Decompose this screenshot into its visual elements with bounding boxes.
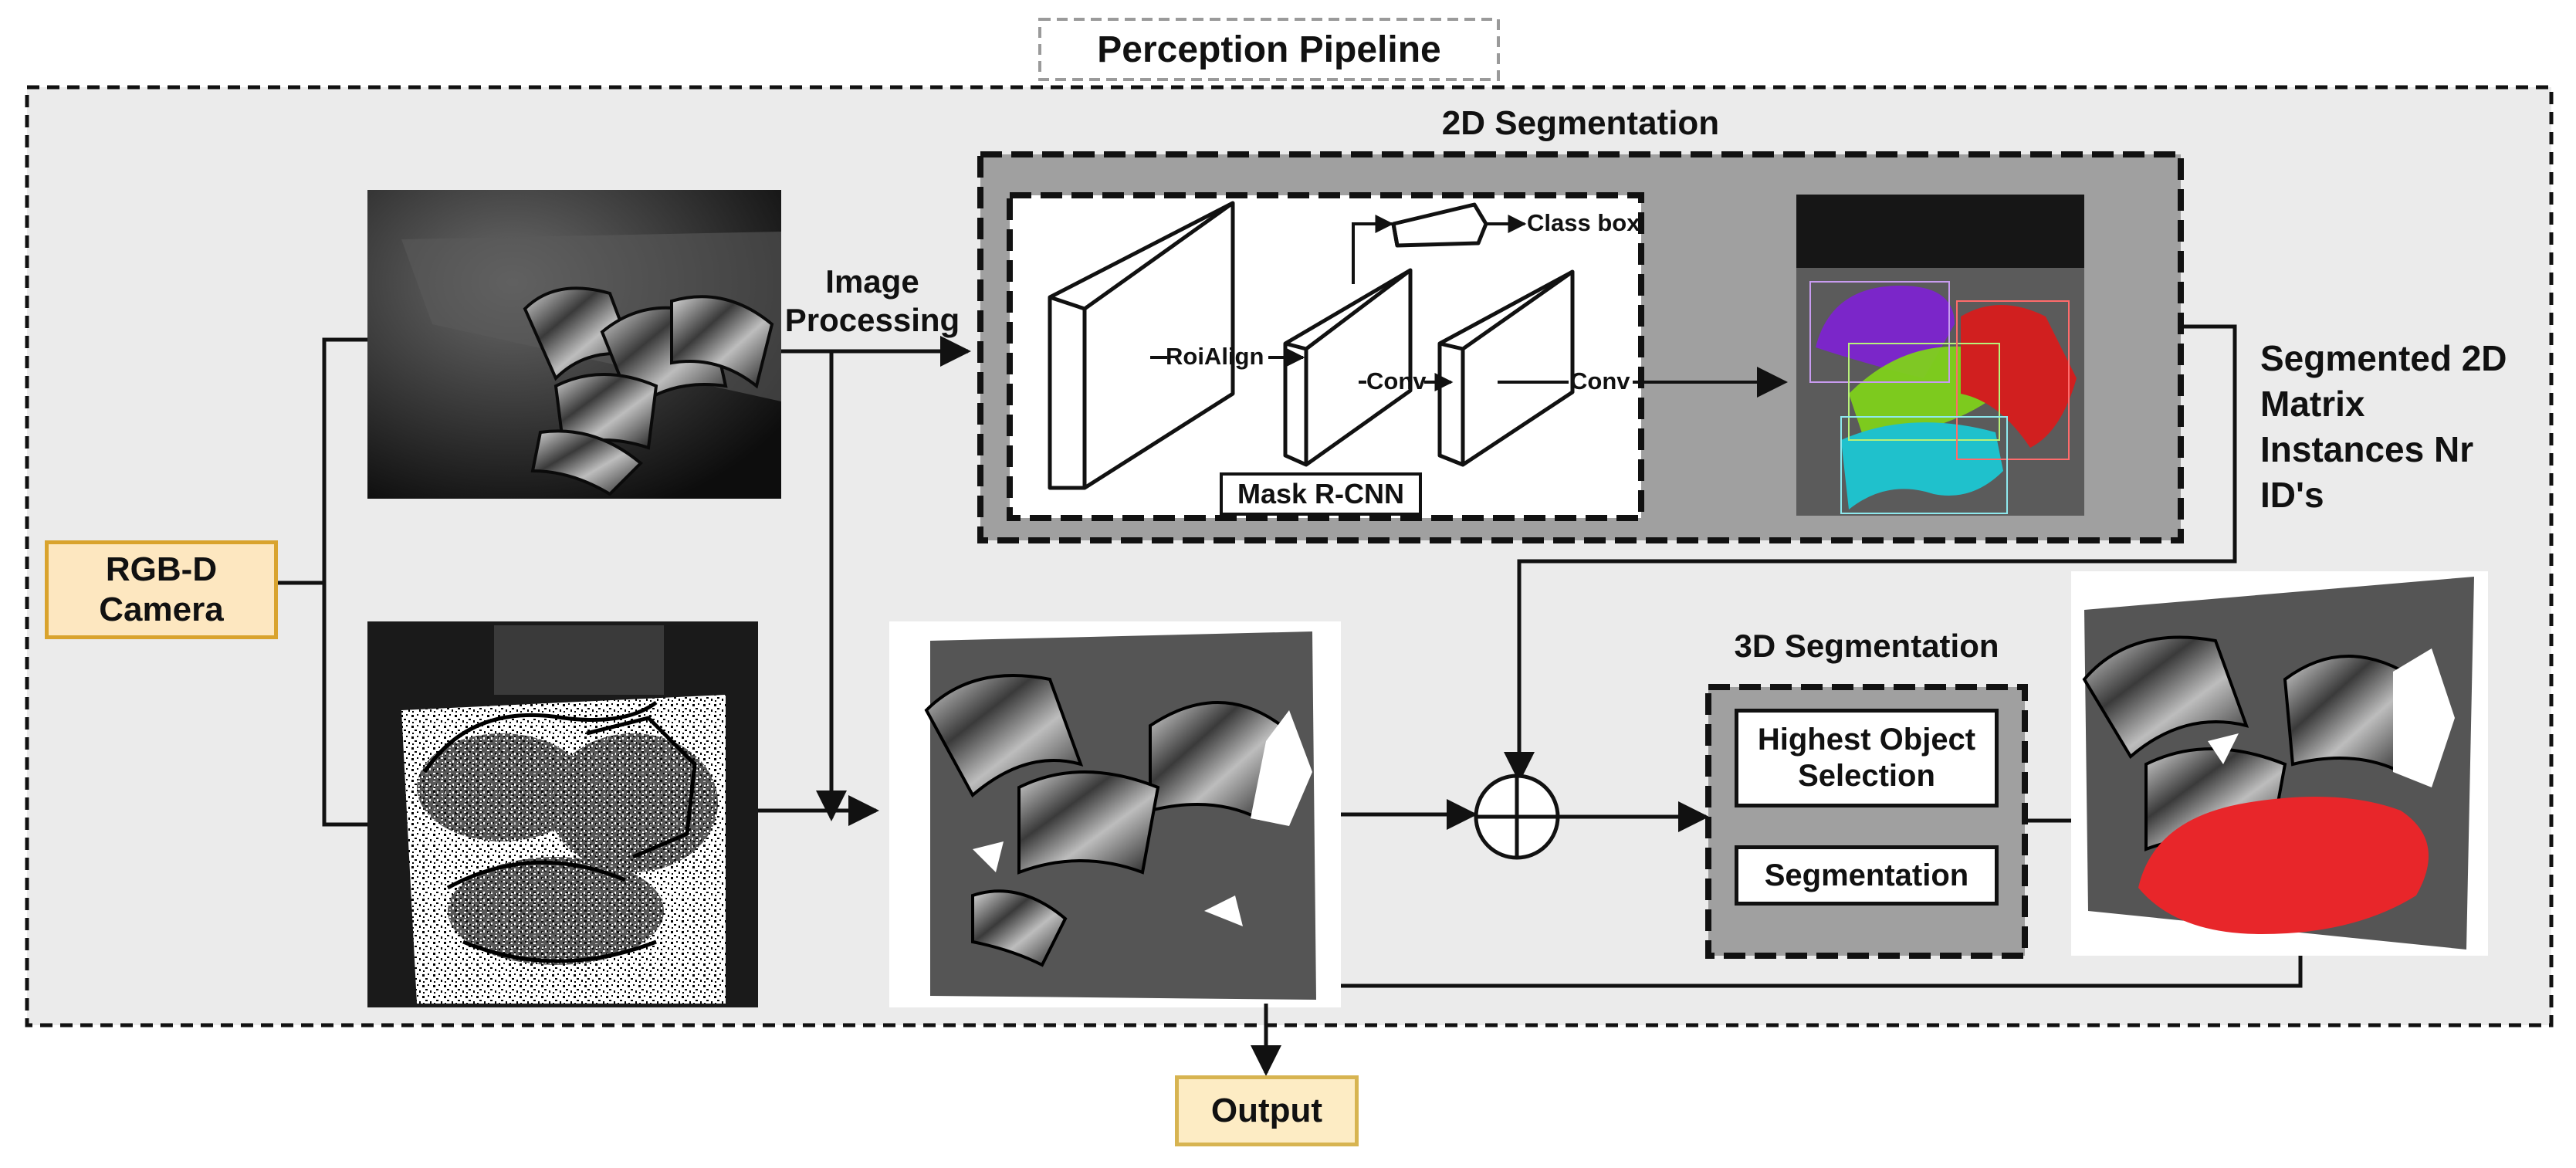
conv-label-1: Conv [1366,367,1427,394]
title-box [1038,18,1500,81]
highest-object-selection-step: Highest Object Selection [1735,709,1999,807]
metal-duct-elbow-image [367,190,781,499]
filtered-point-cloud-image [889,621,1341,1007]
mask-rcnn-label: Mask R-CNN [1220,472,1422,516]
seg2d-output-connector [1504,324,2237,783]
seg2d-title: 2D Segmentation [1441,104,1720,142]
seg3d-output-connector [1341,818,2303,988]
class-box-label: Class box [1527,209,1640,236]
processing-arrows [758,336,971,826]
diagram-title: Perception Pipeline [1097,29,1441,70]
segmented-2d-label: Segmented 2D Matrix Instances Nr ID's [2260,338,2507,515]
seg3d-title: 3D Segmentation [1734,628,1999,664]
maskrcnn-arrows [1150,215,1788,398]
roialign-label: RoiAlign [1166,343,1264,370]
output-box: Output [1175,1075,1359,1146]
camera-connectors [278,337,367,827]
summation-junction-icon [1474,774,1560,860]
rgbd-camera-box: RGB-D Camera [45,540,278,639]
image-processing-label: Image Processing [784,263,960,338]
mask-overlay-image [1796,195,2084,516]
segmented-object-image [2071,571,2488,956]
segmentation-step: Segmentation [1735,845,1999,906]
conv-label-2: Conv [1570,367,1630,394]
feature-map-prisms [1048,201,1575,490]
depth-map-image [367,621,758,1007]
